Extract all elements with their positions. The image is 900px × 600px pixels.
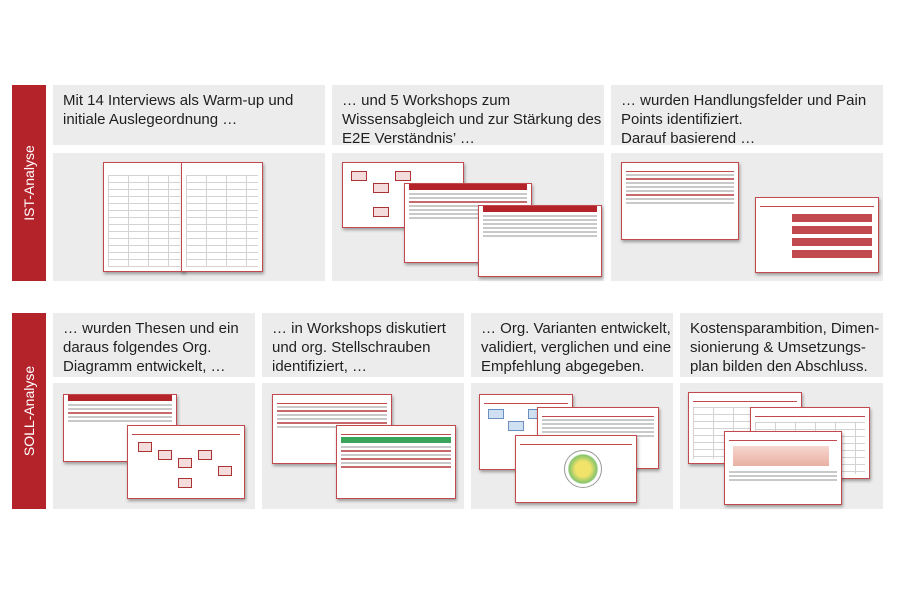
soll-caption-varianten: … Org. Varianten entwickelt, validiert, … (471, 313, 673, 377)
ist-thumbnails-interviews (53, 153, 325, 281)
soll-analyse-label: SOLL-Analyse (21, 365, 37, 457)
soll-caption-kosten: Kostensparambition, Dimen- sionierung & … (680, 313, 883, 377)
soll-thumbnails-thesen (53, 383, 255, 509)
bewertung-slide (515, 435, 637, 503)
org-diagramm-slide (127, 425, 245, 499)
soll-analyse-sidebar: SOLL-Analyse (12, 313, 46, 509)
soll-thumbnails-varianten (471, 383, 673, 509)
caption-line: initiale Auslegeordnung … (63, 111, 238, 128)
caption-line: Wissensabgleich und zur Stärkung des (342, 111, 602, 128)
caption-line: sionierung & Umsetzungs- (690, 339, 866, 356)
soll-caption-thesen: … wurden Thesen und ein daraus folgendes… (53, 313, 255, 377)
ist-caption-handlungsfelder: … wurden Handlungsfelder und Pain Points… (611, 85, 883, 147)
caption-line: … wurden Thesen und ein (63, 320, 239, 337)
caption-line: plan bilden den Abschluss. (690, 358, 868, 375)
ist-thumbnails-workshops (332, 153, 604, 281)
caption-line: Darauf basierend … (621, 130, 756, 147)
soll-thumbnails-stellschrauben (262, 383, 464, 509)
caption-line: identifiziert, … (272, 358, 368, 375)
workshop-detail-slide (478, 205, 602, 277)
caption-line: Empfehlung abgegeben. (481, 358, 645, 375)
handlungsfelder-slide (755, 197, 879, 273)
interview-document-left (103, 162, 185, 272)
caption-line: daraus folgendes Org. (63, 339, 212, 356)
caption-line: und org. Stellschrauben (272, 339, 431, 356)
caption-line: E2E Verständnis’ … (342, 130, 475, 147)
caption-line: … in Workshops diskutiert (272, 320, 446, 337)
caption-line: Kostensparambition, Dimen- (690, 320, 880, 337)
painpoints-slide (621, 162, 739, 240)
soll-caption-stellschrauben: … in Workshops diskutiert und org. Stell… (262, 313, 464, 377)
caption-line: Diagramm entwickelt, … (63, 358, 226, 375)
ist-caption-workshops: … und 5 Workshops zum Wissensabgleich un… (332, 85, 604, 147)
umsetzungsplan-slide (724, 431, 842, 505)
interview-document-right (181, 162, 263, 272)
ist-analyse-label: IST-Analyse (21, 145, 37, 221)
caption-line: Points identifiziert. (621, 111, 743, 128)
soll-thumbnails-kosten (680, 383, 883, 509)
caption-line: validiert, verglichen und eine (481, 339, 672, 356)
caption-line: … und 5 Workshops zum (342, 92, 511, 109)
stellschrauben-slide-2 (336, 425, 456, 499)
ist-caption-interviews: Mit 14 Interviews als Warm-up und initia… (53, 85, 325, 145)
caption-line: Mit 14 Interviews als Warm-up und (63, 92, 294, 109)
ist-analyse-sidebar: IST-Analyse (12, 85, 46, 281)
ist-thumbnails-painpoints (611, 153, 883, 281)
caption-line: … Org. Varianten entwickelt, (481, 320, 671, 337)
caption-line: … wurden Handlungsfelder und Pain (621, 92, 867, 109)
